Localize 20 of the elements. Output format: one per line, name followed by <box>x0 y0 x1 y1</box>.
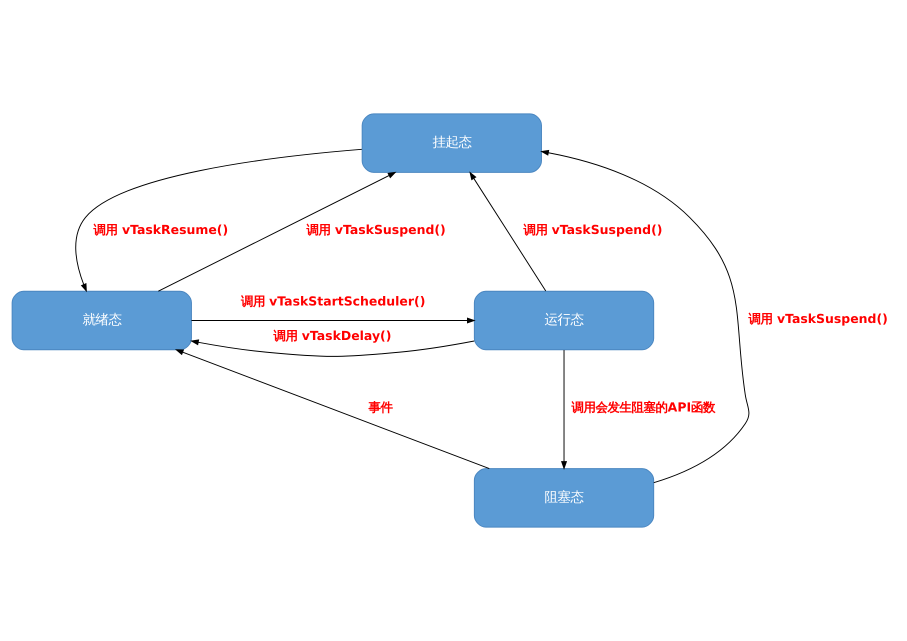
arrow <box>469 171 546 292</box>
edge-label: 调用 vTaskSuspend() <box>523 222 662 238</box>
node-box: 挂起态 <box>362 113 542 173</box>
arrow <box>158 172 396 292</box>
arrow <box>190 339 475 357</box>
edge-label: 调用 vTaskSuspend() <box>748 310 888 326</box>
arrow <box>540 150 750 484</box>
edge-label: 调用会发生阻塞的API函数 <box>572 400 716 415</box>
edge-label: 事件 <box>368 400 392 415</box>
node-box: 阻塞态 <box>474 468 654 528</box>
arrow <box>174 349 490 470</box>
node-box: 运行态 <box>474 290 654 350</box>
arrow <box>190 317 476 324</box>
edge-label: 调用 vTaskSuspend() <box>306 222 446 238</box>
edge-label: 调用 vTaskResume() <box>94 222 228 238</box>
arrow <box>75 148 362 292</box>
node-box: 就绪态 <box>12 290 192 350</box>
arrow <box>561 350 568 470</box>
edge-label: 调用 vTaskDelay() <box>273 328 392 344</box>
edge-label: 调用 vTaskStartScheduler() <box>240 294 426 309</box>
